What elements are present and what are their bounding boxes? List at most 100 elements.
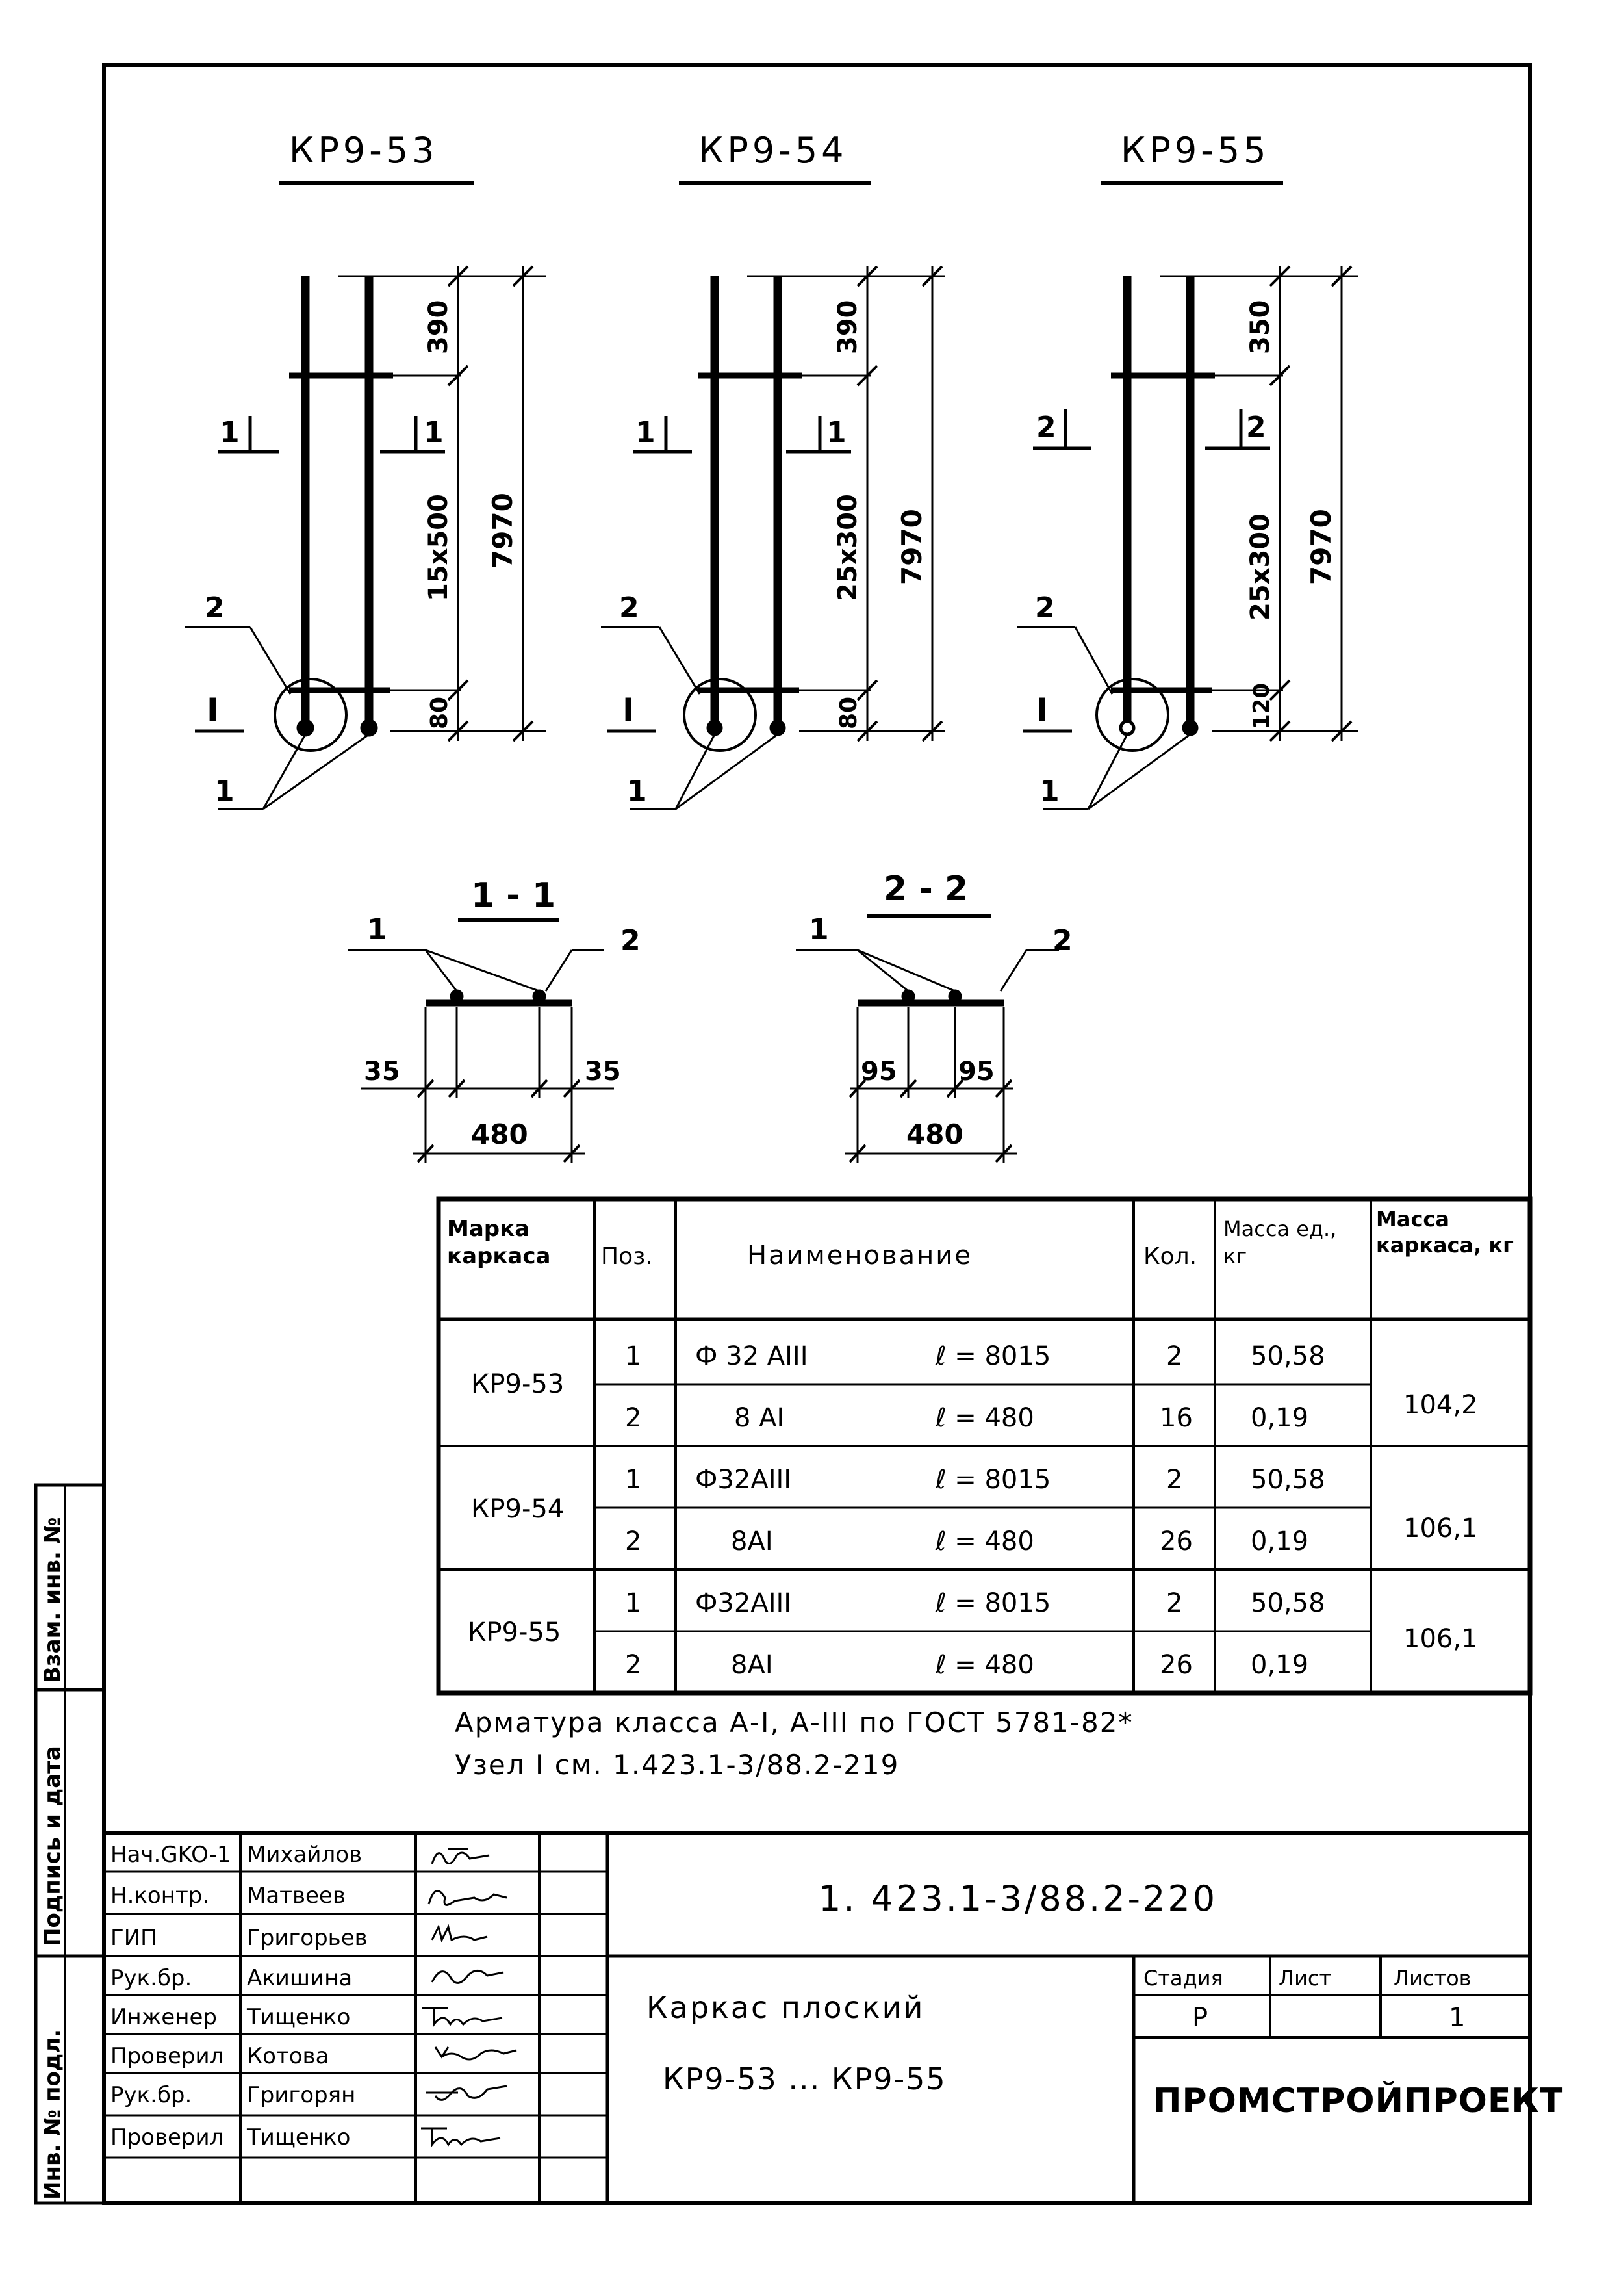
- cell-length: ℓ = 480: [935, 1650, 1034, 1680]
- cell-name: 8 АI: [734, 1403, 784, 1433]
- sheets-label: Листов: [1394, 1966, 1472, 1991]
- cell-qty: 2: [1166, 1341, 1182, 1371]
- pos-label-bar: 1: [214, 775, 235, 808]
- sheet-label: Лист: [1279, 1966, 1331, 1991]
- signature: [431, 1970, 504, 1984]
- section-2-2: 2 - 2 1 2 95 95 480: [796, 870, 1073, 1163]
- pos-label-tie: 2: [1035, 591, 1055, 625]
- person-name: Тищенко: [246, 2004, 350, 2030]
- role: Н.контр.: [110, 1883, 209, 1909]
- dim-bot: 120: [1249, 683, 1275, 729]
- note-line: Узел I см. 1.423.1-3/88.2-219: [455, 1749, 899, 1781]
- offset-right: 35: [585, 1057, 621, 1087]
- dim-total: 7970: [1305, 509, 1337, 585]
- section-mark-left: 1: [220, 416, 240, 449]
- organization-name: ПРОМСТРОЙПРОЕКТ: [1153, 2081, 1563, 2121]
- cell-mass: 0,19: [1251, 1403, 1308, 1433]
- stamp-sign-date: Подпись и дата: [40, 1746, 66, 1946]
- spec-group-kr9-53: КР9-53 104,2 1 Ф 32 АIII ℓ = 8015 2 50,5…: [471, 1341, 1478, 1433]
- pos-label-tie: 2: [619, 591, 639, 625]
- cell-length: ℓ = 8015: [935, 1341, 1051, 1371]
- approval-row: Проверил Тищенко: [110, 2124, 501, 2150]
- pos-label-bar: 1: [627, 775, 647, 808]
- header-mass-unit: Масса ед., кг: [1223, 1217, 1337, 1269]
- dim-mid: 25x300: [833, 494, 863, 601]
- section-mark-left: 1: [635, 416, 656, 449]
- section-mark-right: 2: [1246, 411, 1266, 444]
- spec-group-kr9-54: КР9-54 106,1 1 Ф32АIII ℓ = 8015 2 50,58 …: [471, 1465, 1478, 1556]
- cell-pos: 2: [625, 1403, 641, 1433]
- group-mark: КР9-53: [471, 1369, 564, 1399]
- cage-title: КР9-55: [1121, 130, 1269, 171]
- signature: [434, 2046, 517, 2061]
- cell-qty: 2: [1166, 1465, 1182, 1495]
- approval-row: Проверил Котова: [110, 2043, 517, 2069]
- person-name: Григорьев: [247, 1925, 368, 1951]
- stamp-inv-podl: Инв. № подл.: [40, 2029, 66, 2200]
- person-name: Акишина: [247, 1965, 352, 1991]
- pos-label-bar: 1: [1039, 775, 1060, 808]
- cell-name: Ф32АIII: [695, 1465, 791, 1495]
- pos-label-tie: 2: [205, 591, 225, 625]
- cell-pos: 1: [625, 1588, 641, 1618]
- stamp-vzam-inv: Взам. инв. №: [40, 1517, 66, 1683]
- title-block: Нач.GKO-1 Михайлов Н.контр. Матвеев ГИП …: [102, 1831, 1563, 2205]
- offset-left: 95: [861, 1057, 897, 1087]
- cell-pos: 2: [625, 1527, 641, 1556]
- drawing-title: Каркас плоский: [646, 1990, 924, 2025]
- signature: [431, 1848, 490, 1864]
- approval-row: Инженер Тищенко: [110, 2004, 503, 2030]
- cage-elevation-kr9-53: КР9-53: [185, 130, 546, 810]
- pos-label: 1: [367, 913, 387, 946]
- dim-top: 390: [833, 300, 863, 355]
- table-row: 1 Ф32АIII ℓ = 8015 2 50,58: [625, 1588, 1325, 1618]
- stage-label: Стадия: [1143, 1966, 1223, 1991]
- role: Проверил: [110, 2043, 223, 2069]
- cell-length: ℓ = 480: [935, 1527, 1034, 1556]
- doc-number: 1. 423.1-3/88.2-220: [819, 1878, 1217, 1919]
- person-name: Матвеев: [247, 1883, 346, 1909]
- cage-title: КР9-54: [698, 130, 847, 171]
- pos-label: 1: [809, 913, 829, 946]
- table-row: 2 8АI ℓ = 480 26 0,19: [625, 1527, 1308, 1556]
- role: Рук.бр.: [110, 1965, 192, 1991]
- section-1-1: 1 - 1 1 2 35 35 480: [348, 876, 641, 1163]
- cell-mass: 50,58: [1251, 1465, 1325, 1495]
- dim-mid: 25x300: [1245, 513, 1275, 621]
- person-name: Тищенко: [246, 2124, 350, 2150]
- cell-qty: 16: [1160, 1403, 1193, 1433]
- table-row: 2 8 АI ℓ = 480 16 0,19: [625, 1403, 1308, 1433]
- width-dim: 480: [906, 1118, 963, 1150]
- person-name: Котова: [247, 2043, 329, 2069]
- cell-mass: 50,58: [1251, 1588, 1325, 1618]
- cell-mass: 50,58: [1251, 1341, 1325, 1371]
- section-mark-left: 2: [1036, 411, 1056, 444]
- cell-pos: 2: [625, 1650, 641, 1680]
- cell-length: ℓ = 480: [935, 1403, 1034, 1433]
- group-mass-cage: 106,1: [1403, 1514, 1478, 1543]
- person-name: Михайлов: [247, 1842, 362, 1868]
- notes: Арматура класса А-I, А-III по ГОСТ 5781-…: [455, 1707, 1132, 1781]
- section-title: 1 - 1: [471, 876, 555, 915]
- dim-top: 350: [1245, 300, 1275, 355]
- person-name: Григорян: [247, 2082, 355, 2108]
- dim-mid: 15x500: [424, 494, 453, 601]
- signature: [426, 2085, 507, 2101]
- offset-left: 35: [364, 1057, 400, 1087]
- cell-mass: 0,19: [1251, 1650, 1308, 1680]
- group-mass-cage: 106,1: [1403, 1624, 1478, 1654]
- dim-top: 390: [424, 300, 453, 355]
- cell-length: ℓ = 8015: [935, 1465, 1051, 1495]
- header-mass-cage: Масса каркаса, кг: [1376, 1207, 1514, 1258]
- pos-label: 2: [620, 924, 641, 957]
- header-name: Наименование: [747, 1241, 973, 1271]
- role: Проверил: [110, 2124, 223, 2150]
- sheets-value: 1: [1449, 2003, 1465, 2033]
- table-row: 2 8АI ℓ = 480 26 0,19: [625, 1650, 1308, 1680]
- stage-value: Р: [1192, 2003, 1208, 2033]
- section-mark-right: 1: [424, 416, 444, 449]
- signature: [431, 1924, 488, 1943]
- header-pos: Поз.: [601, 1243, 653, 1270]
- role: Инженер: [110, 2004, 217, 2030]
